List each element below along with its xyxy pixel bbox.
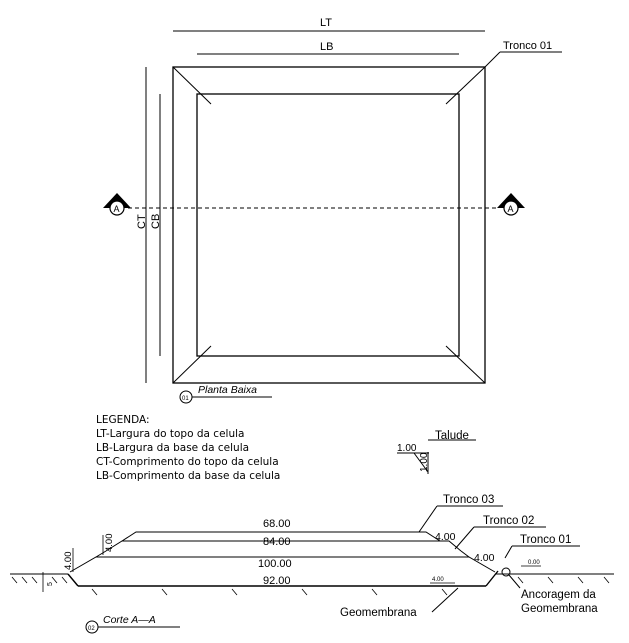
section-marker-left: A <box>103 193 131 216</box>
plan-inner-square <box>196 93 460 357</box>
plan-corner-line <box>172 66 212 105</box>
dim-0: 0.00 <box>528 560 540 566</box>
talude-h-value: 1.00 <box>397 443 417 454</box>
talude-symbol <box>397 439 476 474</box>
dim-5: 5 <box>47 582 54 586</box>
dim-4-right-mid: 4.00 <box>474 552 495 564</box>
dim-4-right-top: 4.00 <box>435 531 456 543</box>
terrain-line <box>67 573 79 587</box>
tronco01-leader <box>484 51 501 68</box>
tronco-layer-3 <box>121 531 441 542</box>
lt-label: LT <box>320 17 332 29</box>
geomembrana-label: Geomembrana <box>340 607 417 619</box>
tronco03-label: Tronco 03 <box>443 494 494 506</box>
talude-label: Talude <box>435 430 469 442</box>
ct-label: CT <box>136 214 148 229</box>
plan-corner-line <box>445 66 486 105</box>
tronco03-leader <box>418 505 438 533</box>
tronco-layer-1 <box>69 556 496 573</box>
tronco02-leader <box>454 526 475 550</box>
dim-100: 100.00 <box>258 558 292 570</box>
tronco-layer-2 <box>105 540 462 552</box>
ancoragem-label-line1: Ancoragem da <box>521 589 596 601</box>
ancoragem-leader <box>508 574 521 589</box>
dim-68: 68.00 <box>263 518 291 530</box>
ancoragem-label-line2: Geomembrana <box>521 603 598 615</box>
terrain-hatch <box>11 576 610 596</box>
plan-view-number: 01 <box>182 396 189 402</box>
dim-92: 92.00 <box>263 575 291 587</box>
legend: LEGENDA: LT-Largura do topo da celula LB… <box>96 413 356 483</box>
legend-item: LT-Largura do topo da celula <box>96 428 245 440</box>
tronco02-label: Tronco 02 <box>483 515 534 527</box>
geomembrana-leader <box>431 587 459 613</box>
legend-item: LB-Comprimento da base da celula <box>96 470 281 482</box>
section-view <box>10 505 614 613</box>
tronco01-section-leader <box>504 545 513 559</box>
section-marker-left-letter: A <box>114 204 120 214</box>
plan-view <box>128 30 562 384</box>
section-marker-right-letter: A <box>508 204 514 214</box>
plan-view-title: 01 Planta Baixa <box>179 384 272 404</box>
talude-v-value: 1.00 <box>419 452 430 472</box>
trench-side <box>485 570 499 587</box>
plan-view-title-text: Planta Baixa <box>198 384 257 396</box>
dim-4-left-lower: 4.00 <box>63 552 74 571</box>
legend-item: LB-Largura da base da celula <box>96 442 250 454</box>
tronco01-section-label: Tronco 01 <box>520 534 571 546</box>
plan-corner-line <box>445 345 486 384</box>
section-view-title-text: Corte A—A <box>103 614 156 626</box>
section-marker-right: A <box>497 193 525 216</box>
plan-outer-square <box>172 66 486 384</box>
dim-4-left-upper: 4.00 <box>104 534 115 553</box>
dim-4-small: 4.00 <box>432 577 444 583</box>
cb-label: CB <box>150 214 162 229</box>
legend-title: LEGENDA: <box>96 414 150 426</box>
section-view-number: 02 <box>88 626 95 632</box>
legend-item: CT-Comprimento do topo da celula <box>96 456 279 468</box>
tronco01-plan-label: Tronco 01 <box>503 40 552 52</box>
geomembrane-anchor <box>501 567 511 577</box>
lb-label: LB <box>320 41 333 53</box>
dim-84: 84.00 <box>263 536 291 548</box>
plan-corner-line <box>172 345 212 384</box>
section-view-title: 02 Corte A—A <box>85 614 180 634</box>
